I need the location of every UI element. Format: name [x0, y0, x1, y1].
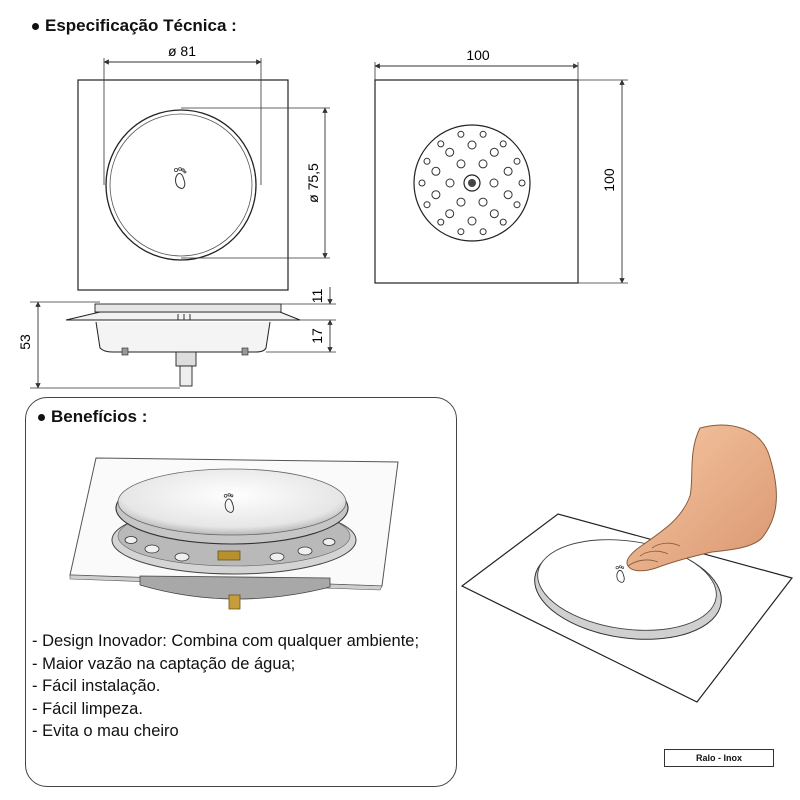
dim-top-diameter: ø 81 [168, 43, 196, 59]
dim-depth-body: 17 [309, 328, 325, 344]
grate-hole [457, 130, 465, 138]
grate-hole [445, 147, 455, 157]
grate-hole [437, 218, 445, 226]
foot-illustration [460, 424, 794, 703]
grate-hole [431, 190, 441, 200]
benefits-heading-text: Benefícios : [51, 407, 148, 426]
list-item: - Design Inovador: Combina com qualquer … [32, 632, 420, 650]
dim-height: 100 [601, 168, 617, 192]
product-tag: Ralo - Inox [664, 749, 774, 767]
bullet-icon [38, 413, 45, 421]
benefits-panel [25, 397, 457, 787]
list-item: - Fácil limpeza. [32, 699, 143, 718]
dim-depth-top: 11 [309, 289, 325, 304]
footprint-icon [615, 565, 625, 583]
grate-hole [489, 178, 499, 188]
grate-hole [513, 201, 521, 209]
grate-hole [513, 157, 521, 165]
spec-heading-text: Especificação Técnica : [45, 16, 237, 35]
spec-heading: Especificação Técnica : [32, 16, 237, 36]
benefits-list: - Design Inovador: Combina com qualquer … [32, 630, 419, 743]
grate-hole [479, 228, 487, 236]
grate-hole [499, 140, 507, 148]
grate-hole [445, 209, 455, 219]
grate-hole [503, 190, 513, 200]
grate-hole [499, 218, 507, 226]
grate-hole [503, 166, 513, 176]
grate-hole [489, 147, 499, 157]
grate-hole [457, 228, 465, 236]
grate-hole [478, 197, 488, 207]
dim-side-diameter: ø 75,5 [305, 163, 321, 203]
grate-hole [478, 159, 488, 169]
grate-hole [456, 159, 466, 169]
dim-depth-total: 53 [17, 334, 33, 350]
list-item: - Evita o mau cheiro [32, 722, 179, 740]
bullet-icon [32, 22, 39, 30]
grate-hole [437, 140, 445, 148]
grate-hole [431, 166, 441, 176]
grate-hole [445, 178, 455, 188]
grate-view: 100 100 [374, 47, 628, 284]
grate-hole [423, 201, 431, 209]
dim-width: 100 [466, 47, 490, 63]
grate-hole [479, 130, 487, 138]
grate-hole [467, 216, 477, 226]
top-view: ø 81 ø 75,5 [77, 43, 330, 291]
footprint-icon [223, 493, 234, 513]
grate-hole [456, 197, 466, 207]
list-item: - Maior vazão na captação de água; [32, 654, 296, 673]
grate-hole [418, 179, 426, 187]
side-view: 53 11 17 [17, 287, 336, 389]
product-render [69, 457, 399, 610]
list-item: - Fácil instalação. [32, 677, 161, 695]
grate-hole [423, 157, 431, 165]
grate-holes [418, 130, 526, 236]
footprint-icon [174, 167, 187, 189]
grate-hole [467, 140, 477, 150]
benefits-heading: Benefícios : [38, 407, 147, 427]
grate-hole [518, 179, 526, 187]
grate-hole [489, 209, 499, 219]
